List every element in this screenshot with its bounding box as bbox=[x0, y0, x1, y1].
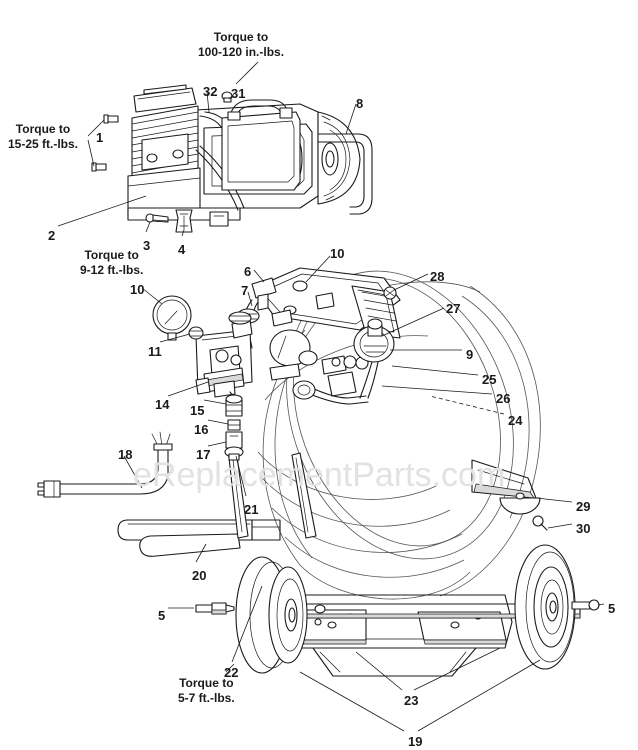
callout-23: 23 bbox=[404, 693, 419, 708]
pressure-switch-assembly bbox=[195, 311, 253, 413]
pump-air-tank bbox=[221, 99, 301, 191]
callout-4: 4 bbox=[178, 242, 186, 257]
foot-screw bbox=[532, 515, 548, 531]
gauge-fitting bbox=[188, 326, 204, 340]
callout-30: 30 bbox=[576, 521, 591, 536]
callout-17: 17 bbox=[196, 447, 211, 462]
torque-note-line1: Torque to bbox=[84, 248, 139, 262]
callout-10: 10 bbox=[130, 282, 145, 297]
callout-7: 7 bbox=[241, 283, 249, 298]
leader-lines bbox=[57, 61, 605, 732]
callout-32: 32 bbox=[203, 84, 218, 99]
callout-6: 6 bbox=[244, 264, 252, 279]
wheel-axle-bolt-right bbox=[571, 599, 600, 611]
callout-8: 8 bbox=[356, 96, 364, 111]
wheel-left bbox=[235, 556, 308, 674]
torque-note-line2: 15-25 ft.-lbs. bbox=[8, 137, 79, 151]
callout-14: 14 bbox=[155, 397, 170, 412]
torque-note-line2: 100-120 in.-lbs. bbox=[198, 45, 285, 59]
callout-15: 15 bbox=[190, 403, 205, 418]
callout-3: 3 bbox=[143, 238, 151, 253]
callout-26: 26 bbox=[496, 391, 511, 406]
drain-valve bbox=[224, 431, 244, 461]
callout-2: 2 bbox=[48, 228, 56, 243]
frame-assembly bbox=[267, 594, 581, 677]
callout-1: 1 bbox=[96, 130, 104, 145]
power-cord bbox=[37, 431, 173, 498]
callout-20: 20 bbox=[192, 568, 207, 583]
callout-11: 11 bbox=[148, 344, 162, 359]
torque-note-line1: Torque to bbox=[15, 122, 71, 136]
tank-plug bbox=[331, 357, 341, 367]
fan-cover-vents bbox=[321, 115, 351, 201]
tank-screw bbox=[383, 286, 397, 300]
rubber-foot bbox=[471, 459, 541, 515]
callout-31: 31 bbox=[231, 86, 246, 101]
callout-5: 5 bbox=[608, 601, 616, 616]
callout-21: 21 bbox=[244, 502, 259, 517]
callout-22: 22 bbox=[224, 665, 239, 680]
wheel-axle-bolt-left bbox=[195, 602, 235, 615]
torque-note-line2: 9-12 ft.-lbs. bbox=[80, 263, 144, 277]
tank-top-manifold bbox=[251, 267, 401, 405]
handle-assembly bbox=[117, 448, 317, 557]
callout-27: 27 bbox=[446, 301, 461, 316]
callout-5: 5 bbox=[158, 608, 166, 623]
callout-19: 19 bbox=[408, 734, 423, 749]
callout-16: 16 bbox=[194, 422, 209, 437]
torque-note-line2: 5-7 ft.-lbs. bbox=[178, 691, 235, 705]
callout-10: 10 bbox=[330, 246, 345, 261]
pressure-gauge bbox=[152, 295, 192, 341]
outlet-tube bbox=[317, 133, 373, 215]
hex-bolt-upper bbox=[103, 114, 119, 124]
hex-bolt-lower bbox=[91, 162, 107, 172]
wheel-right bbox=[514, 544, 576, 670]
torque-note-line1: Torque to bbox=[179, 676, 234, 690]
callout-25: 25 bbox=[482, 372, 497, 387]
callout-28: 28 bbox=[430, 269, 445, 284]
torque-note-line1: Torque to bbox=[213, 30, 269, 44]
callout-29: 29 bbox=[576, 499, 591, 514]
coupler-fitting bbox=[227, 419, 241, 431]
callout-18: 18 bbox=[118, 447, 133, 462]
callout-9: 9 bbox=[466, 347, 474, 362]
callout-24: 24 bbox=[508, 413, 523, 428]
regulator-nut bbox=[225, 394, 243, 417]
vibration-mount bbox=[175, 209, 193, 233]
